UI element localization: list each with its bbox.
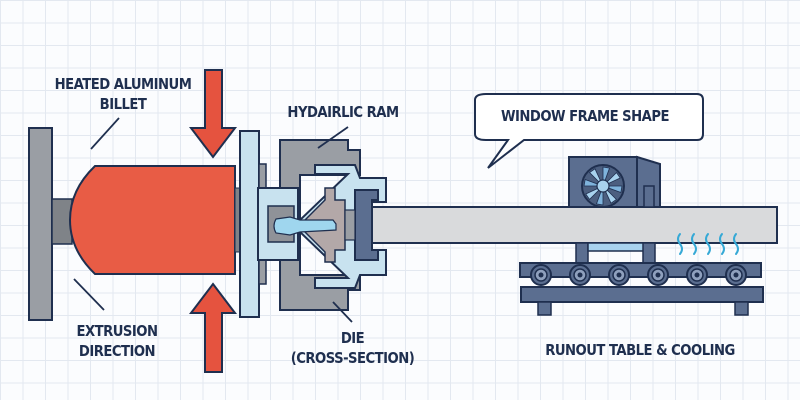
leader-billet	[90, 117, 120, 150]
fan-vent	[643, 185, 655, 208]
cooling-fan-unit	[568, 155, 661, 208]
fan-support-left	[575, 242, 589, 264]
cooling-wave	[733, 233, 739, 255]
pressure-arrow-up	[188, 282, 238, 373]
runout-table-leg-left	[537, 301, 552, 316]
label-extrusion-line2: DIRECTION	[78, 342, 156, 360]
leader-extrusion	[73, 278, 105, 311]
label-runout-table-text: RUNOUT TABLE & COOLING	[545, 341, 735, 359]
label-heated-billet-line2: BILLET	[99, 95, 147, 113]
extruded-profile	[371, 206, 778, 244]
label-extrusion-direction: EXTRUSION DIRECTION	[69, 321, 166, 361]
callout-bubble	[474, 93, 704, 169]
cooling-wave	[705, 233, 711, 255]
label-die-cross-section: DIE (CROSS-SECTION)	[289, 328, 417, 368]
label-heated-billet-line1: HEATED ALUMINUM	[54, 75, 192, 93]
roller	[725, 264, 747, 286]
cooling-wave	[691, 233, 697, 255]
roller	[530, 264, 552, 286]
cooling-waves	[677, 233, 739, 255]
roller	[569, 264, 591, 286]
fan-support-right	[642, 242, 656, 264]
fan-hub	[596, 179, 610, 193]
cooling-wave	[719, 233, 725, 255]
leader-ram	[317, 126, 349, 149]
label-die-line2: (CROSS-SECTION)	[290, 349, 415, 367]
roller	[647, 264, 669, 286]
roller	[686, 264, 708, 286]
label-window-frame-shape: WINDOW FRAME SHAPE	[501, 107, 669, 125]
fan-support-tray	[587, 242, 649, 252]
runout-table-base	[520, 286, 764, 303]
label-hydraulic-ram: HYDAIRLIC RAM	[277, 102, 409, 122]
label-heated-billet: HEATED ALUMINUM BILLET	[48, 74, 198, 114]
ram-rod	[51, 198, 73, 245]
back-plate	[28, 127, 53, 321]
roller	[608, 264, 630, 286]
die-bearing-inner	[344, 209, 356, 241]
container-plate	[239, 130, 260, 318]
heated-billet	[68, 165, 236, 275]
label-hydraulic-ram-text: HYDAIRLIC RAM	[287, 103, 399, 121]
metal-flow	[273, 216, 337, 236]
label-runout-table: RUNOUT TABLE & COOLING	[543, 340, 737, 360]
die-housing	[279, 139, 361, 311]
pressure-arrow-down	[188, 69, 238, 159]
cooling-wave	[677, 233, 683, 255]
label-die-line1: DIE	[340, 329, 365, 347]
runout-table-top	[519, 262, 762, 278]
runout-table-leg-right	[734, 301, 749, 316]
leader-die	[332, 301, 353, 323]
label-extrusion-line1: EXTRUSION	[76, 322, 158, 340]
die-bearing	[354, 189, 379, 261]
rollers	[530, 264, 747, 286]
